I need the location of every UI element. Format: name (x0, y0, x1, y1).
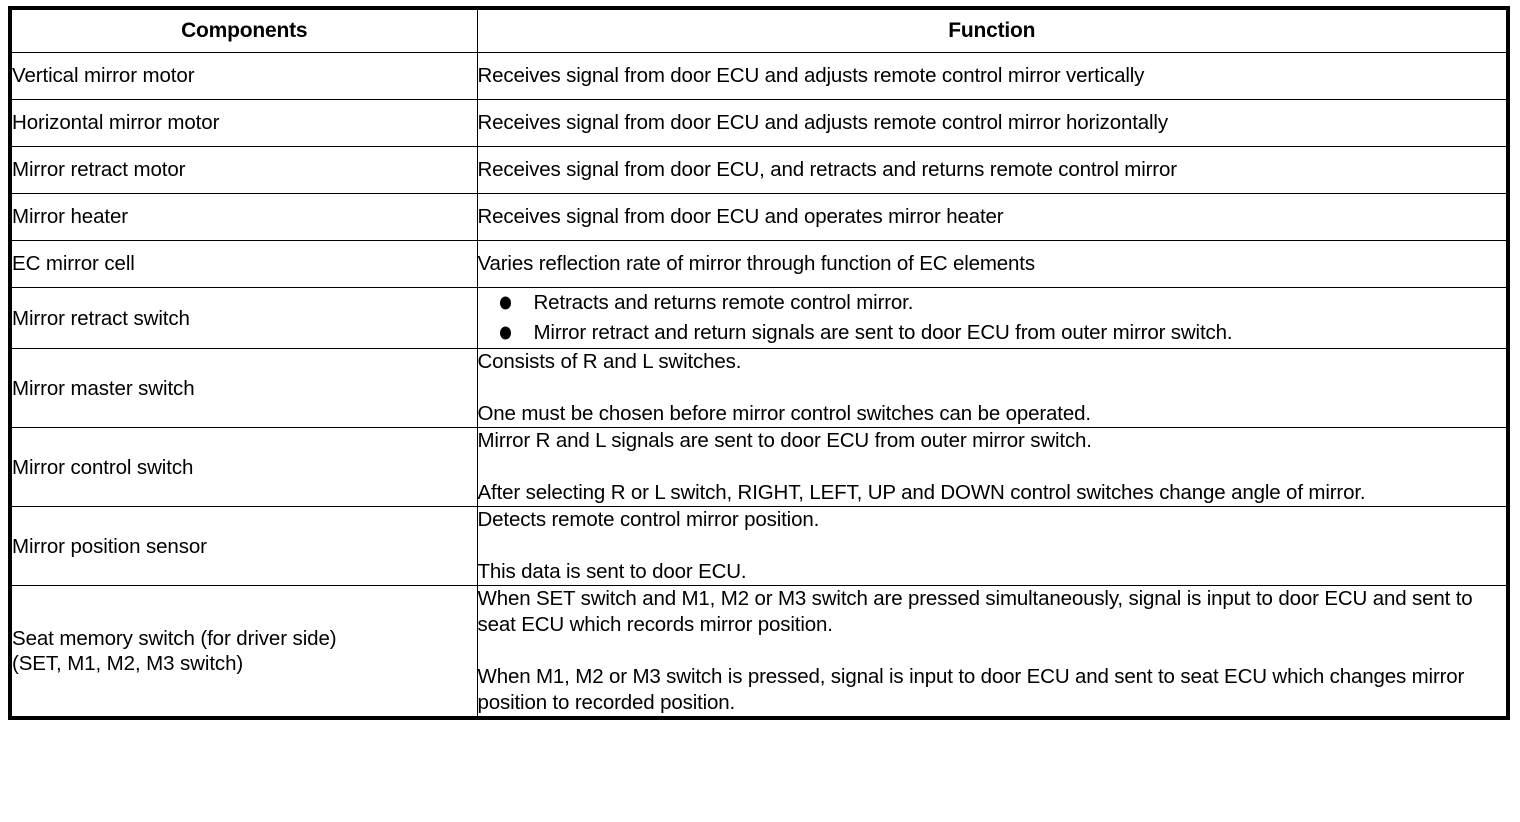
table-row: EC mirror cell Varies reflection rate of… (9, 240, 1509, 288)
function-description-cell: Mirror R and L signals are sent to door … (476, 427, 1509, 507)
function-description-cell: Consists of R and L switches. One must b… (476, 348, 1509, 428)
component-name-cell: Seat memory switch (for driver side) (SE… (9, 585, 478, 719)
column-header-function: Function (476, 7, 1509, 53)
paragraph: When M1, M2 or M3 switch is pressed, sig… (477, 665, 1465, 714)
list-item: Retracts and returns remote control mirr… (499, 288, 1507, 318)
component-name-cell: Mirror position sensor (9, 506, 478, 586)
table-row: Vertical mirror motor Receives signal fr… (9, 52, 1509, 100)
list-item-label: Mirror retract and return signals are se… (533, 321, 1233, 344)
paragraph: This data is sent to door ECU. (477, 560, 747, 583)
table-row: Mirror retract switch Retracts and retur… (9, 287, 1509, 349)
components-function-table: Components Function Vertical mirror moto… (8, 6, 1510, 720)
list-item: Mirror retract and return signals are se… (499, 318, 1507, 348)
function-description-cell: Receives signal from door ECU and adjust… (476, 52, 1509, 100)
component-name-cell: Mirror retract motor (9, 146, 478, 194)
table-row: Mirror master switch Consists of R and L… (9, 348, 1509, 428)
table-row: Mirror position sensor Detects remote co… (9, 506, 1509, 586)
function-description-cell: Receives signal from door ECU and operat… (476, 193, 1509, 241)
bullet-list: Retracts and returns remote control mirr… (478, 288, 1507, 348)
function-description-cell: Varies reflection rate of mirror through… (476, 240, 1509, 288)
function-description-cell: Receives signal from door ECU, and retra… (476, 146, 1509, 194)
paragraph: After selecting R or L switch, RIGHT, LE… (477, 481, 1366, 504)
table-row: Mirror retract motor Receives signal fro… (9, 146, 1509, 194)
paragraph: Consists of R and L switches. (477, 350, 742, 373)
table-header: Components Function (9, 7, 1509, 53)
component-name-cell: Mirror heater (9, 193, 478, 241)
table-row: Mirror control switch Mirror R and L sig… (9, 427, 1509, 507)
table-row: Seat memory switch (for driver side) (SE… (9, 585, 1509, 719)
table-row: Mirror heater Receives signal from door … (9, 193, 1509, 241)
component-name-cell: Mirror master switch (9, 348, 478, 428)
component-name-line: (SET, M1, M2, M3 switch) (12, 652, 244, 675)
table-body: Vertical mirror motor Receives signal fr… (9, 52, 1509, 719)
bullet-dot-icon (499, 326, 511, 340)
paragraph: When SET switch and M1, M2 or M3 switch … (477, 587, 1473, 636)
component-name-line: Seat memory switch (for driver side) (12, 627, 337, 650)
paragraph: Detects remote control mirror position. (477, 508, 820, 531)
function-description-cell: When SET switch and M1, M2 or M3 switch … (476, 585, 1509, 719)
function-description-cell: Retracts and returns remote control mirr… (476, 287, 1509, 349)
bullet-dot-icon (499, 296, 511, 310)
function-description-cell: Detects remote control mirror position. … (476, 506, 1509, 586)
paragraph: Mirror R and L signals are sent to door … (477, 429, 1092, 452)
function-description-cell: Receives signal from door ECU and adjust… (476, 99, 1509, 147)
component-name-cell: Vertical mirror motor (9, 52, 478, 100)
paragraph: One must be chosen before mirror control… (477, 402, 1092, 425)
component-name-cell: Mirror control switch (9, 427, 478, 507)
component-name-cell: EC mirror cell (9, 240, 478, 288)
table-header-row: Components Function (9, 7, 1509, 53)
table-row: Horizontal mirror motor Receives signal … (9, 99, 1509, 147)
component-name-cell: Horizontal mirror motor (9, 99, 478, 147)
list-item-label: Retracts and returns remote control mirr… (533, 291, 914, 314)
column-header-components: Components (9, 7, 478, 53)
component-name-cell: Mirror retract switch (9, 287, 478, 349)
